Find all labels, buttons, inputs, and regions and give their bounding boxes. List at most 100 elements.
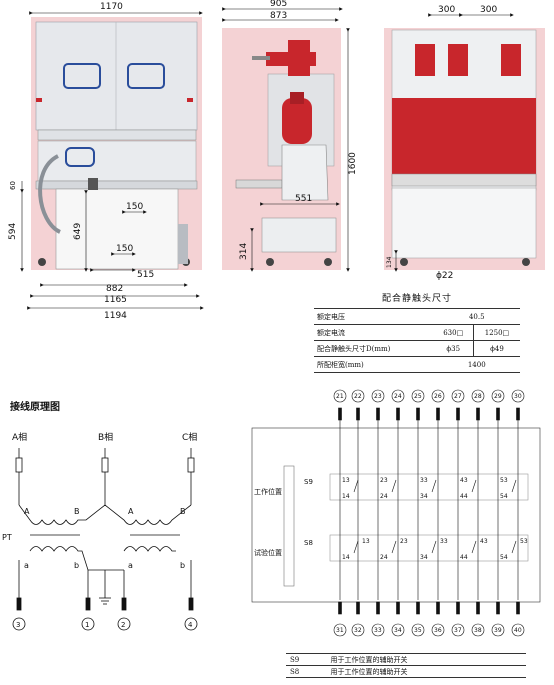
side-view <box>222 28 341 270</box>
s9-contact-bottom: 24 <box>380 493 388 500</box>
s9-contact-bottom: 44 <box>460 493 468 500</box>
terminal-4: 4 <box>188 621 193 629</box>
top-terminal-stud <box>476 407 480 421</box>
top-terminal-label: 30 <box>514 393 522 400</box>
table-row: 额定电压 40.5 <box>314 308 520 325</box>
s8-contact-bottom: 34 <box>420 554 428 561</box>
bottom-terminal <box>333 623 347 637</box>
top-terminal-label: 28 <box>474 393 482 400</box>
coil-a1: A <box>24 507 30 516</box>
bottom-terminal-label: 39 <box>494 627 502 634</box>
bottom-terminal <box>371 623 385 637</box>
top-terminal-label: 27 <box>454 393 462 400</box>
top-terminal-label: 26 <box>434 393 442 400</box>
top-terminal <box>451 389 465 403</box>
bottom-terminal <box>451 623 465 637</box>
top-terminal-label: 21 <box>336 393 344 400</box>
s9-switch-blade <box>431 479 437 493</box>
s8-switch-blade <box>353 540 359 554</box>
row-value: 1400 <box>433 356 520 373</box>
bottom-terminal-label: 35 <box>414 627 422 634</box>
bottom-terminal <box>411 623 425 637</box>
terminal-1: 1 <box>85 621 89 629</box>
row-value: 630□ <box>433 324 474 341</box>
row-value: ϕ49 <box>473 340 520 357</box>
aux-legend: S9 用于工作位置的辅助开关 S8 用于工作位置的辅助开关 <box>286 653 526 678</box>
bottom-terminal-label: 34 <box>394 627 402 634</box>
row-label: 配合静触头尺寸D(mm) <box>314 340 434 357</box>
bottom-terminal <box>351 623 365 637</box>
row-value: 1250□ <box>473 324 520 341</box>
dim-1600: 1600 <box>348 152 358 175</box>
spec-table: 额定电压 40.5 额定电流 630□ 1250□ 配合静触头尺寸D(mm) ϕ… <box>314 308 520 373</box>
top-terminal <box>431 389 445 403</box>
bottom-terminal-label: 36 <box>434 627 442 634</box>
rear-view <box>384 28 545 270</box>
top-terminal <box>371 389 385 403</box>
phase-b-label: B相 <box>98 433 114 443</box>
dim-551: 551 <box>295 194 312 204</box>
dim-905: 905 <box>270 0 287 9</box>
s9-contact-bottom: 14 <box>342 493 350 500</box>
bottom-terminal <box>431 623 445 637</box>
bottom-terminal-stud <box>396 601 400 615</box>
dim-1194: 1194 <box>104 311 127 321</box>
bottom-terminal-label: 38 <box>474 627 482 634</box>
s9-contact-top: 33 <box>420 477 428 484</box>
dim-150-b: 150 <box>116 244 133 254</box>
dim-882: 882 <box>106 284 123 294</box>
bottom-terminal-stud <box>416 601 420 615</box>
legend-row: S9 用于工作位置的辅助开关 <box>286 653 526 666</box>
terminal-2: 2 <box>121 621 125 629</box>
s8-contact-top: 33 <box>440 538 448 545</box>
s8-switch-blade <box>391 540 397 554</box>
bottom-terminal-stud <box>436 601 440 615</box>
bottom-terminal-stud <box>476 601 480 615</box>
bottom-terminal <box>391 623 405 637</box>
dimension-lines <box>20 7 514 310</box>
bushing-1 <box>415 44 435 76</box>
dim-1170: 1170 <box>100 2 123 12</box>
row-value: 40.5 <box>433 308 520 325</box>
wiring-title: 接线原理图 <box>10 402 60 413</box>
pt-label: PT <box>2 533 12 542</box>
coil-lower-b1: b <box>74 561 79 570</box>
bottom-terminal-label: 37 <box>454 627 462 634</box>
s8-contact-bottom: 54 <box>500 554 508 561</box>
s9-contact-bottom: 54 <box>500 493 508 500</box>
top-terminal-label: 24 <box>394 393 402 400</box>
coil-lower-a2: a <box>128 561 133 570</box>
top-terminal-label: 23 <box>374 393 382 400</box>
top-terminal-stud <box>338 407 342 421</box>
phase-c-label: C相 <box>182 433 198 443</box>
top-terminal-stud <box>416 407 420 421</box>
aux-switch-diagram <box>251 389 541 637</box>
s8-contact-top: 23 <box>400 538 408 545</box>
top-terminal <box>411 389 425 403</box>
s9-contact-top: 53 <box>500 477 508 484</box>
dim-300-b: 300 <box>480 5 497 15</box>
bottom-terminal-label: 40 <box>514 627 522 634</box>
spec-table-title: 配合静触头尺寸 <box>382 294 453 304</box>
s9-switch-blade <box>471 479 477 493</box>
work-position-label: 工作位置 <box>254 487 282 496</box>
bottom-terminal-stud <box>338 601 342 615</box>
pt-labels: A B A B PT a b a b 3 1 2 4 <box>2 507 193 629</box>
s8-switch-blade <box>431 540 437 554</box>
bottom-terminal-stud <box>516 601 520 615</box>
row-value: ϕ35 <box>433 340 474 357</box>
top-terminal-stud <box>356 407 360 421</box>
s8-contact-top: 53 <box>520 538 528 545</box>
top-terminal-stud <box>456 407 460 421</box>
top-terminal <box>471 389 485 403</box>
top-terminal-stud <box>496 407 500 421</box>
table-row: 所配柜宽(mm) 1400 <box>314 356 520 373</box>
coil-a2: A <box>128 507 134 516</box>
bottom-terminal-stud <box>496 601 500 615</box>
dim-515: 515 <box>137 270 154 280</box>
dimension-labels: 1170 905 873 300 300 1600 60 594 649 150… <box>8 0 497 321</box>
top-terminal-stud <box>436 407 440 421</box>
